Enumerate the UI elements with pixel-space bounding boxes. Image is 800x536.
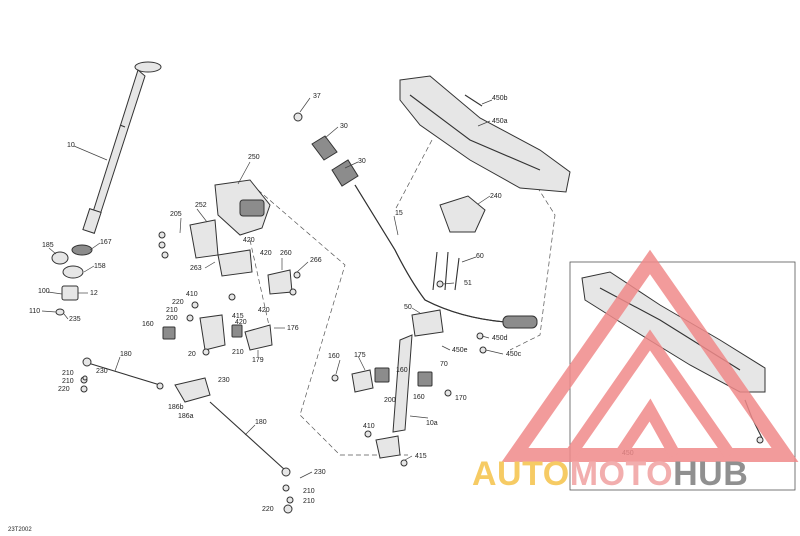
callout-label: 10 [67, 142, 75, 149]
callout-label: 252 [195, 202, 207, 209]
callout-label: 180 [120, 351, 132, 358]
callout-label: 450e [452, 347, 468, 354]
callout-label: 10a [426, 420, 438, 427]
clamp-block [439, 195, 491, 233]
callout-label: 266 [310, 257, 322, 264]
callout-label: 235 [69, 316, 81, 323]
callout-label: 450d [492, 335, 508, 342]
callout-label: 186a [178, 413, 194, 420]
callout-label: 250 [248, 154, 260, 161]
callout-label: 410 [186, 291, 198, 298]
watermark-inner-mark [565, 329, 735, 459]
callout-label: 179 [252, 357, 264, 364]
callout-label: 220 [172, 299, 184, 306]
handlebar-clamp-parts [411, 251, 504, 355]
callout-label: 263 [190, 265, 202, 272]
callout-label: 450b [492, 95, 508, 102]
callout-label: 200 [166, 315, 178, 322]
callout-label: 420 [243, 237, 255, 244]
callout-label: 420 [258, 307, 270, 314]
steering-column [73, 61, 162, 234]
hand-guard [399, 75, 571, 193]
callout-label: 230 [96, 368, 108, 375]
callout-label: 170 [455, 395, 467, 402]
callout-label: 15 [395, 210, 403, 217]
callout-label: 230 [314, 469, 326, 476]
callout-label: 160 [413, 394, 425, 401]
callout-label: 51 [464, 280, 472, 287]
power-steering-unit [158, 161, 271, 277]
callout-label: 450a [492, 118, 508, 125]
callout-label: 420 [260, 250, 272, 257]
callout-label: 175 [354, 352, 366, 359]
callout-label: 100 [38, 288, 50, 295]
tie-rods [80, 356, 313, 514]
steering-arm-assembly [162, 301, 285, 357]
callout-label: 30 [358, 158, 366, 165]
callout-label: 50 [404, 304, 412, 311]
callout-label: 410 [363, 423, 375, 430]
callout-label: 420 [235, 319, 247, 326]
callout-label: 220 [262, 506, 274, 513]
callout-label: 210 [62, 378, 74, 385]
callout-label: 60 [476, 253, 484, 260]
callout-label: 37 [313, 93, 321, 100]
watermark-logo: AUTOMOTOHUB [472, 249, 799, 493]
callout-label: 260 [280, 250, 292, 257]
callout-label: 220 [58, 386, 70, 393]
column-lower-parts [41, 242, 101, 320]
lower-column-assembly [331, 334, 452, 467]
callout-label: 186b [168, 404, 184, 411]
callout-label: 210 [303, 488, 315, 495]
right-bracket-assembly [228, 258, 309, 301]
callout-label: 205 [170, 211, 182, 218]
diagram-code: 23T2002 [8, 527, 32, 533]
callout-label: 240 [490, 193, 502, 200]
callout-label: 167 [100, 239, 112, 246]
callout-label: 110 [29, 308, 40, 315]
handlebar [293, 97, 538, 329]
watermark-text: AUTOMOTOHUB [472, 455, 748, 493]
callout-label: 176 [287, 325, 299, 332]
callout-label: 160 [142, 321, 154, 328]
callout-label: 210 [303, 498, 315, 505]
callout-label: 180 [255, 419, 267, 426]
callout-label: 210 [62, 370, 74, 377]
callout-label: 30 [340, 123, 348, 130]
callout-label: 158 [94, 263, 106, 270]
callout-labels: 10 185 167 158 100 12 110 235 250 205 25… [8, 93, 634, 533]
callout-label: 70 [440, 361, 448, 368]
callout-label: 160 [396, 367, 408, 374]
callout-label: 210 [232, 349, 244, 356]
callout-label: 415 [415, 453, 427, 460]
callout-label: 230 [218, 377, 230, 384]
callout-label: 20 [188, 351, 196, 358]
watermark-triangle [501, 249, 799, 462]
callout-label: 415 [232, 313, 244, 320]
callout-label: 200 [384, 397, 396, 404]
callout-label: 210 [166, 307, 178, 314]
callout-label: 185 [42, 242, 54, 249]
callout-label: 160 [328, 353, 340, 360]
callout-label: 12 [90, 290, 98, 297]
callout-label: 450c [506, 351, 522, 358]
